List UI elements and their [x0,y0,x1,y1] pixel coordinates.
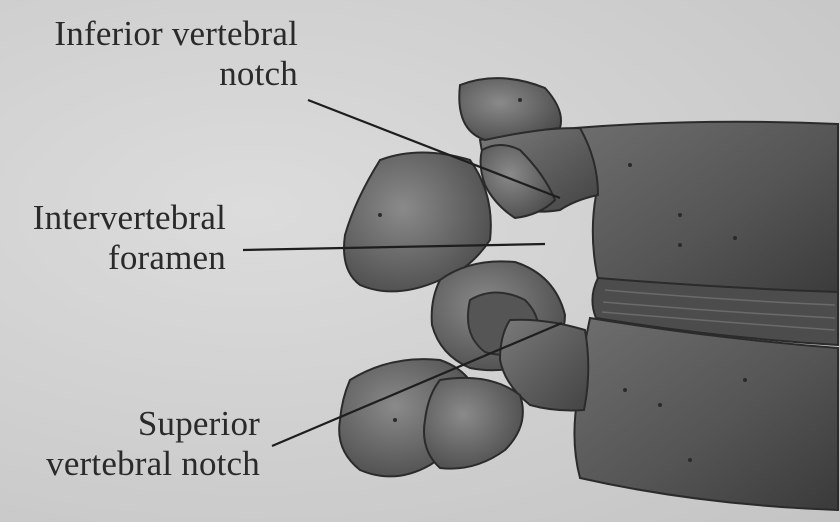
label-foramen-line1: Intervertebral [0,198,226,238]
label-foramen-line2: foramen [0,238,226,278]
label-intervertebral-foramen: Intervertebral foramen [0,198,226,278]
lower-vertebral-body [574,318,838,510]
label-superior-line1: Superior [10,404,260,444]
label-superior-line2: vertebral notch [10,444,260,484]
label-inferior-line2: notch [20,54,298,94]
lower-inferior-articular-process [424,378,523,469]
label-inferior-vertebral-notch: Inferior vertebral notch [20,14,298,94]
label-superior-vertebral-notch: Superior vertebral notch [10,404,260,484]
upper-vertebral-body [575,122,838,300]
label-inferior-line1: Inferior vertebral [20,14,298,54]
